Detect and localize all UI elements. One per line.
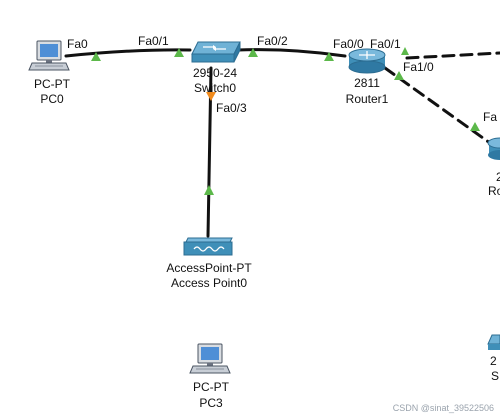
link-up-icon bbox=[324, 52, 334, 61]
pc3-model-label: PC-PT bbox=[193, 380, 229, 394]
link-up-icon bbox=[470, 122, 480, 131]
watermark: CSDN @sinat_39522506 bbox=[392, 403, 494, 413]
access-point0-icon[interactable] bbox=[183, 237, 233, 256]
switch0-name-label: Switch0 bbox=[193, 81, 237, 95]
router-right-model-label: 2 bbox=[496, 170, 500, 184]
pc3-icon[interactable] bbox=[189, 343, 231, 374]
switch0-model-label: 2950-24 bbox=[192, 66, 238, 80]
link-up-icon bbox=[394, 71, 404, 80]
link-router1-offscreen[interactable] bbox=[405, 51, 500, 60]
pc0-icon[interactable] bbox=[28, 40, 70, 71]
link-up-icon bbox=[401, 47, 409, 55]
port-label-router1-fa00: Fa0/0 bbox=[333, 37, 364, 51]
router-right-icon[interactable] bbox=[487, 137, 500, 160]
port-label-router1-fa01: Fa0/1 bbox=[370, 37, 401, 51]
link-up-icon bbox=[204, 185, 214, 195]
links bbox=[64, 48, 500, 238]
link-up-icon bbox=[91, 52, 101, 61]
port-label-switch0-fa03: Fa0/3 bbox=[216, 101, 247, 115]
port-label-switch0-fa01: Fa0/1 bbox=[138, 34, 169, 48]
link-status-markers bbox=[91, 47, 480, 195]
switch0-icon[interactable] bbox=[191, 41, 241, 63]
switch-right-model-label: 2 bbox=[490, 354, 497, 368]
pc3-name-label: PC3 bbox=[199, 396, 223, 410]
router1-model-label: 2811 bbox=[354, 76, 380, 90]
router1-name-label: Router1 bbox=[345, 92, 389, 106]
access-point0-model-label: AccessPoint-PT bbox=[166, 261, 252, 275]
link-up-icon bbox=[248, 48, 258, 57]
link-switch0-router1[interactable] bbox=[236, 48, 347, 58]
link-down-icon bbox=[206, 92, 216, 101]
pc0-name-label: PC0 bbox=[40, 92, 64, 106]
port-label-switch0-fa02: Fa0/2 bbox=[257, 34, 288, 48]
pc0-model-label: PC-PT bbox=[34, 77, 70, 91]
link-pc0-switch0[interactable] bbox=[64, 48, 192, 58]
router-right-name-label: Ro bbox=[488, 184, 500, 198]
port-label-router1-fa10: Fa1/0 bbox=[403, 60, 434, 74]
access-point0-name-label: Access Point0 bbox=[170, 276, 248, 290]
switch-right-icon[interactable] bbox=[487, 334, 500, 350]
switch-right-name-label: S bbox=[491, 369, 500, 383]
port-label-router-right-fa: Fa bbox=[483, 110, 498, 124]
router1-icon[interactable] bbox=[348, 48, 386, 74]
port-label-pc0-fa0: Fa0 bbox=[67, 37, 88, 51]
link-up-icon bbox=[174, 48, 184, 57]
